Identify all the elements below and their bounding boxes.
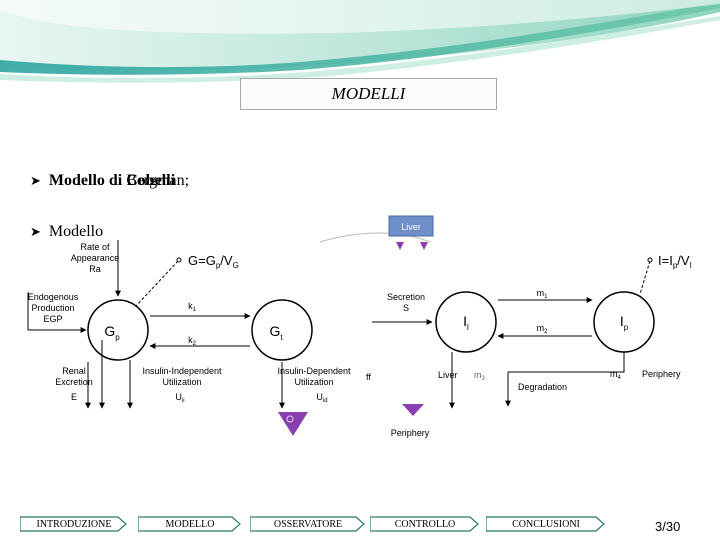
gt-compartment xyxy=(252,300,312,360)
gp-subscript: p xyxy=(115,333,120,342)
ip-compartment xyxy=(594,292,654,352)
nav-modello-label: MODELLO xyxy=(166,519,215,530)
nav-osservatore-label: OSSERVATORE xyxy=(274,519,342,530)
il-subscript: l xyxy=(467,323,469,332)
m2-label: m xyxy=(537,323,545,333)
periphery-bottom-label: Periphery xyxy=(391,428,430,438)
uid-label-2: Utilization xyxy=(294,377,333,387)
nav-introduzione[interactable]: INTRODUZIONE xyxy=(20,516,128,532)
m4-label: m xyxy=(610,369,618,379)
bullet-overlap-word: Cobelli xyxy=(126,172,175,190)
nav-controllo[interactable]: CONTROLLO xyxy=(370,516,480,532)
renal-label-3: E xyxy=(71,392,77,402)
gp-compartment xyxy=(88,300,148,360)
degradation-label: Degradation xyxy=(518,382,567,392)
uii-subscript: ii xyxy=(182,398,185,404)
renal-label-1: Renal xyxy=(62,366,86,376)
ra-label-3: Ra xyxy=(89,264,101,274)
gp-symbol: G xyxy=(104,323,115,339)
insulin-formula-mid: /V xyxy=(677,253,690,268)
ra-label-1: Rate of xyxy=(80,242,110,252)
header-wave-decoration xyxy=(0,0,720,90)
nav-conclusioni[interactable]: CONCLUSIONI xyxy=(486,516,606,532)
nav-modello[interactable]: MODELLO xyxy=(138,516,242,532)
secretion-label-2: S xyxy=(403,303,409,313)
nav-conclusioni-label: CONCLUSIONI xyxy=(512,519,580,530)
section-nav: INTRODUZIONE MODELLO OSSERVATORE CONTROL… xyxy=(20,516,610,534)
uii-label-2: Utilization xyxy=(162,377,201,387)
glucose-formula-mid: /V xyxy=(220,253,233,268)
egp-label-1: Endogenous xyxy=(28,292,79,302)
renal-label-2: Excretion xyxy=(55,377,93,387)
egp-label-2: Production xyxy=(31,303,74,313)
ip-subscript: p xyxy=(624,323,629,332)
uid-subscript: id xyxy=(323,398,328,404)
secretion-label-1: Secretion xyxy=(387,292,425,302)
egp-label-3: EGP xyxy=(43,314,62,324)
nav-introduzione-label: INTRODUZIONE xyxy=(37,519,112,530)
bullet-prefix: Modello di xyxy=(49,172,126,189)
liver-top-label: Liver xyxy=(401,222,421,232)
slide-title: MODELLI xyxy=(240,78,497,110)
nav-controllo-label: CONTROLLO xyxy=(395,519,456,530)
periphery-right-label: Periphery xyxy=(642,369,681,379)
partial-fragment: ff xyxy=(366,372,371,382)
model-diagram: Rate of Appearance Ra Endogenous Product… xyxy=(20,212,700,448)
ra-label-2: Appearance xyxy=(71,253,120,263)
page-number: 3/30 xyxy=(655,519,680,534)
uid-label-1: Insulin-Dependent xyxy=(277,366,351,376)
uii-label-1: Insulin-Independent xyxy=(142,366,222,376)
svg-text:G=Gp/VG: G=Gp/VG xyxy=(188,253,239,270)
gt-symbol: G xyxy=(269,323,280,339)
nav-osservatore[interactable]: OSSERVATORE xyxy=(250,516,366,532)
arrow-bullet-icon: ➤ xyxy=(30,173,41,189)
insulin-formula: I=I xyxy=(658,253,673,268)
glucose-formula: G=G xyxy=(188,253,216,268)
liver-bottom-label: Liver xyxy=(438,370,458,380)
m3-label: m xyxy=(474,370,482,380)
m1-label: m xyxy=(537,288,545,298)
